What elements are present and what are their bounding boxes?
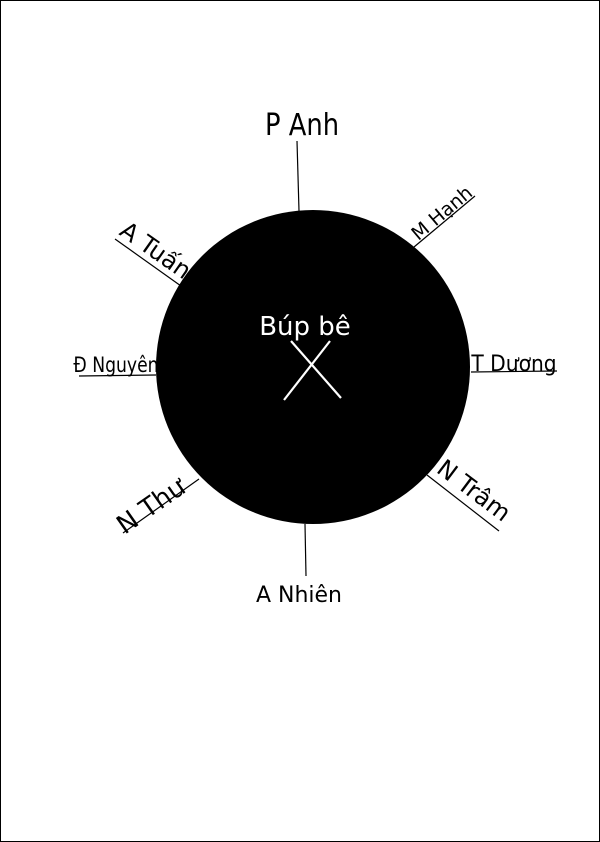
name-label-a-nhien: A Nhiên — [256, 583, 342, 608]
name-label-n-tram: N Trâm — [432, 454, 516, 527]
spoke-line-n-thu — [122, 478, 200, 534]
cross-stroke-b — [283, 340, 331, 401]
center-label: Búp bê — [259, 312, 351, 342]
name-label-d-nguyen: Đ Nguyên — [73, 352, 158, 377]
spoke-line-t-duong — [470, 370, 558, 373]
name-label-p-anh: P Anh — [265, 107, 339, 142]
name-label-n-thu: N Thư — [111, 471, 192, 540]
spoke-line-m-hanh — [413, 195, 476, 248]
name-label-t-duong: T Dương — [470, 350, 556, 376]
spoke-line-a-tuan — [114, 238, 182, 287]
spoke-line-n-tram — [426, 474, 500, 532]
spoke-line-d-nguyen — [78, 374, 157, 377]
name-label-a-tuan: A Tuấn — [115, 216, 197, 285]
spoke-line-a-nhien — [304, 523, 307, 577]
cross-stroke-a — [290, 340, 342, 399]
spoke-line-p-anh — [296, 140, 300, 212]
name-label-m-hanh: M Hạnh — [407, 182, 477, 245]
